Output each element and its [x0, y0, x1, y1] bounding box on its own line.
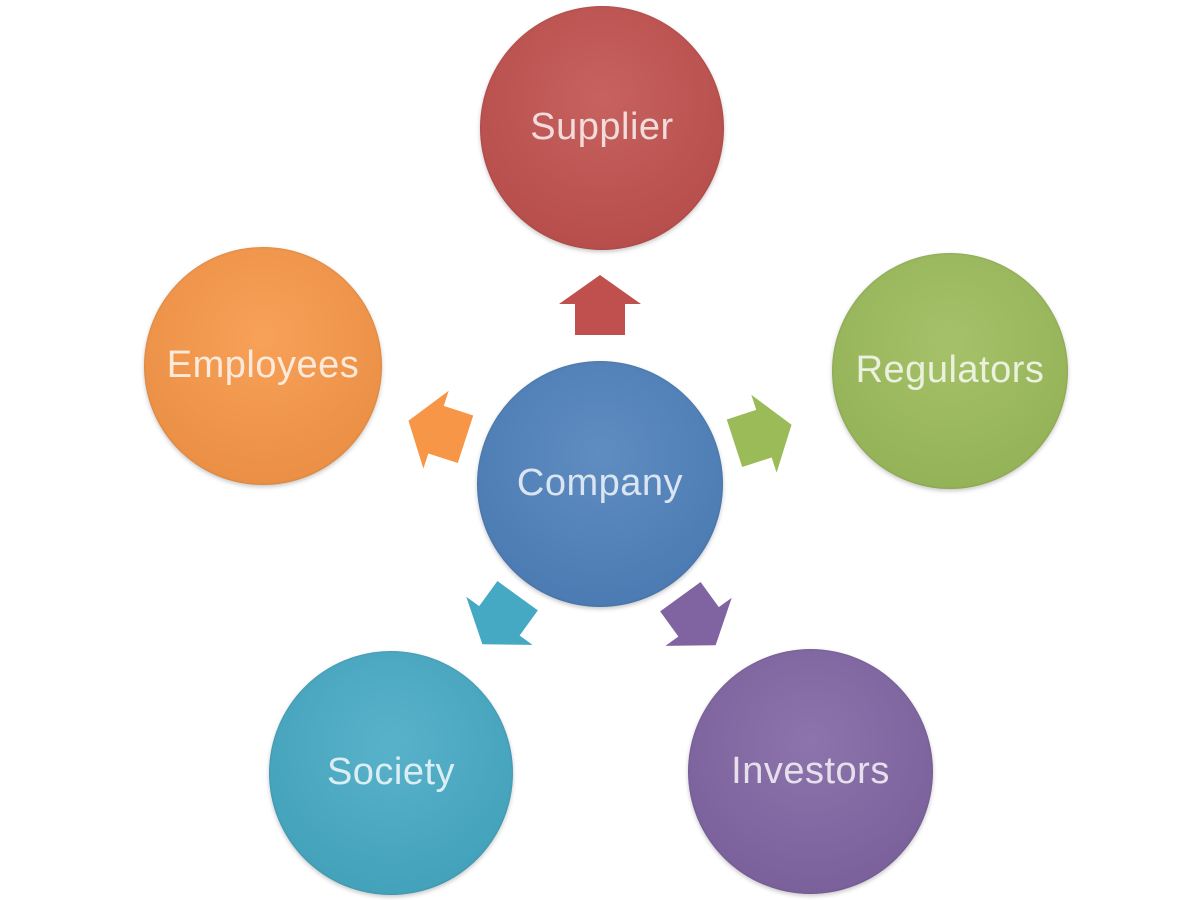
- up-right-arrow-shape: [726, 394, 792, 473]
- up-arrow-shape: [559, 275, 641, 335]
- down-left-arrow-shape: [466, 581, 538, 645]
- node-supplier: Supplier: [480, 6, 724, 250]
- node-society-label: Society: [326, 751, 456, 794]
- arrow-to-society-icon: [446, 569, 554, 671]
- down-right-arrow-shape: [660, 582, 732, 646]
- node-regulators-label: Regulators: [855, 349, 1045, 392]
- node-employees-label: Employees: [166, 344, 360, 387]
- arrow-to-supplier-icon: [556, 274, 644, 336]
- node-investors-label: Investors: [731, 749, 890, 792]
- arrow-to-investors-icon: [644, 570, 752, 672]
- node-company-label: Company: [516, 462, 684, 505]
- node-employees: Employees: [144, 247, 382, 485]
- arrow-to-employees-icon: [394, 379, 480, 482]
- node-supplier-label: Supplier: [530, 106, 674, 149]
- node-regulators: Regulators: [832, 253, 1068, 489]
- up-left-arrow-shape: [408, 390, 474, 469]
- node-society: Society: [269, 651, 513, 895]
- arrow-to-regulators-icon: [720, 383, 806, 486]
- node-investors: Investors: [688, 649, 933, 894]
- node-company: Company: [477, 361, 723, 607]
